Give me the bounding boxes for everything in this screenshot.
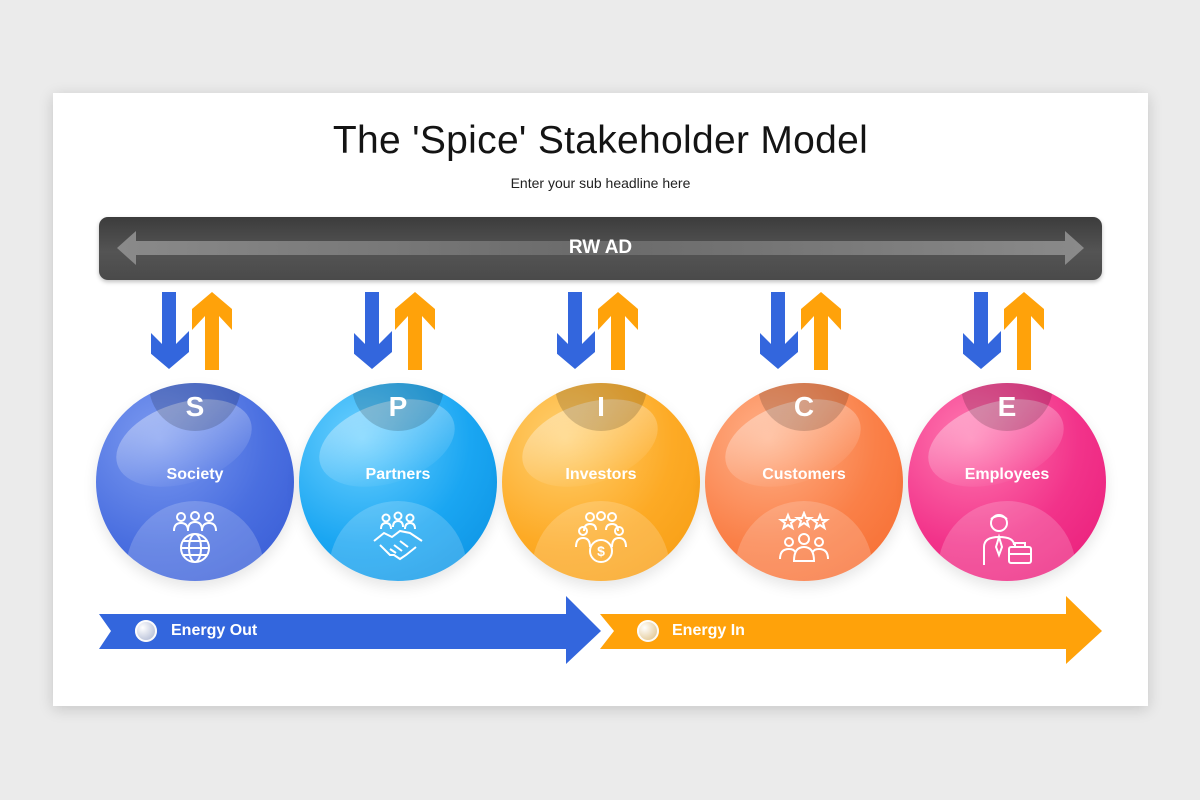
slide: The 'Spice' Stakeholder Model Enter your… xyxy=(53,93,1148,706)
stakeholder-letter: S xyxy=(185,391,205,422)
stakeholder-name: Society xyxy=(166,466,224,483)
investors-icon: $ xyxy=(575,511,627,563)
up-arrow-icon xyxy=(192,292,232,370)
svg-text:$: $ xyxy=(597,543,605,559)
stakeholder-employees: E Employees xyxy=(908,383,1106,581)
stakeholder-letter: P xyxy=(388,391,408,422)
stakeholder-investors: I Investors $ xyxy=(502,383,700,581)
employee-icon xyxy=(983,514,1032,565)
stakeholder-letter: I xyxy=(597,391,605,422)
top-bar: RW AD xyxy=(99,217,1102,280)
down-arrow-icon xyxy=(151,292,189,369)
stakeholder-society: S Society xyxy=(96,383,294,581)
down-arrow-icon xyxy=(760,292,798,369)
stakeholder-name: Employees xyxy=(964,466,1050,483)
right-arrow-icon xyxy=(99,596,601,664)
stakeholder-name: Customers xyxy=(762,466,846,483)
up-arrow-icon xyxy=(395,292,435,370)
energy-out-arrow: Energy Out xyxy=(99,596,604,666)
stakeholder-partners: P Partners xyxy=(299,383,497,581)
arrow-pair-investors xyxy=(557,292,647,370)
double-arrow-icon xyxy=(117,231,1084,265)
globe-people-icon xyxy=(173,511,217,563)
energy-in-dot xyxy=(637,620,659,642)
up-arrow-icon xyxy=(1004,292,1044,370)
energy-out-label: Energy Out xyxy=(171,622,258,639)
slide-title: The 'Spice' Stakeholder Model xyxy=(332,119,869,162)
customer-rating-icon xyxy=(778,511,830,562)
energy-in-arrow: Energy In xyxy=(600,596,1105,666)
handshake-icon xyxy=(373,511,423,561)
top-bar-label: RW AD xyxy=(568,237,633,258)
arrow-pair-customers xyxy=(760,292,850,370)
stakeholder-name: Partners xyxy=(365,466,431,483)
slide-subtitle: Enter your sub headline here xyxy=(510,175,691,191)
up-arrow-icon xyxy=(598,292,638,370)
arrow-pair-society xyxy=(151,292,241,370)
down-arrow-icon xyxy=(354,292,392,369)
right-arrow-icon xyxy=(600,596,1102,664)
up-arrow-icon xyxy=(801,292,841,370)
down-arrow-icon xyxy=(557,292,595,369)
energy-in-label: Energy In xyxy=(672,622,745,639)
stakeholder-letter: C xyxy=(793,391,815,422)
stakeholder-letter: E xyxy=(997,391,1017,422)
energy-out-dot xyxy=(135,620,157,642)
arrow-pair-employees xyxy=(963,292,1053,370)
stakeholder-name: Investors xyxy=(565,466,637,483)
stakeholder-customers: C Customers xyxy=(705,383,903,581)
down-arrow-icon xyxy=(963,292,1001,369)
arrow-pair-partners xyxy=(354,292,444,370)
